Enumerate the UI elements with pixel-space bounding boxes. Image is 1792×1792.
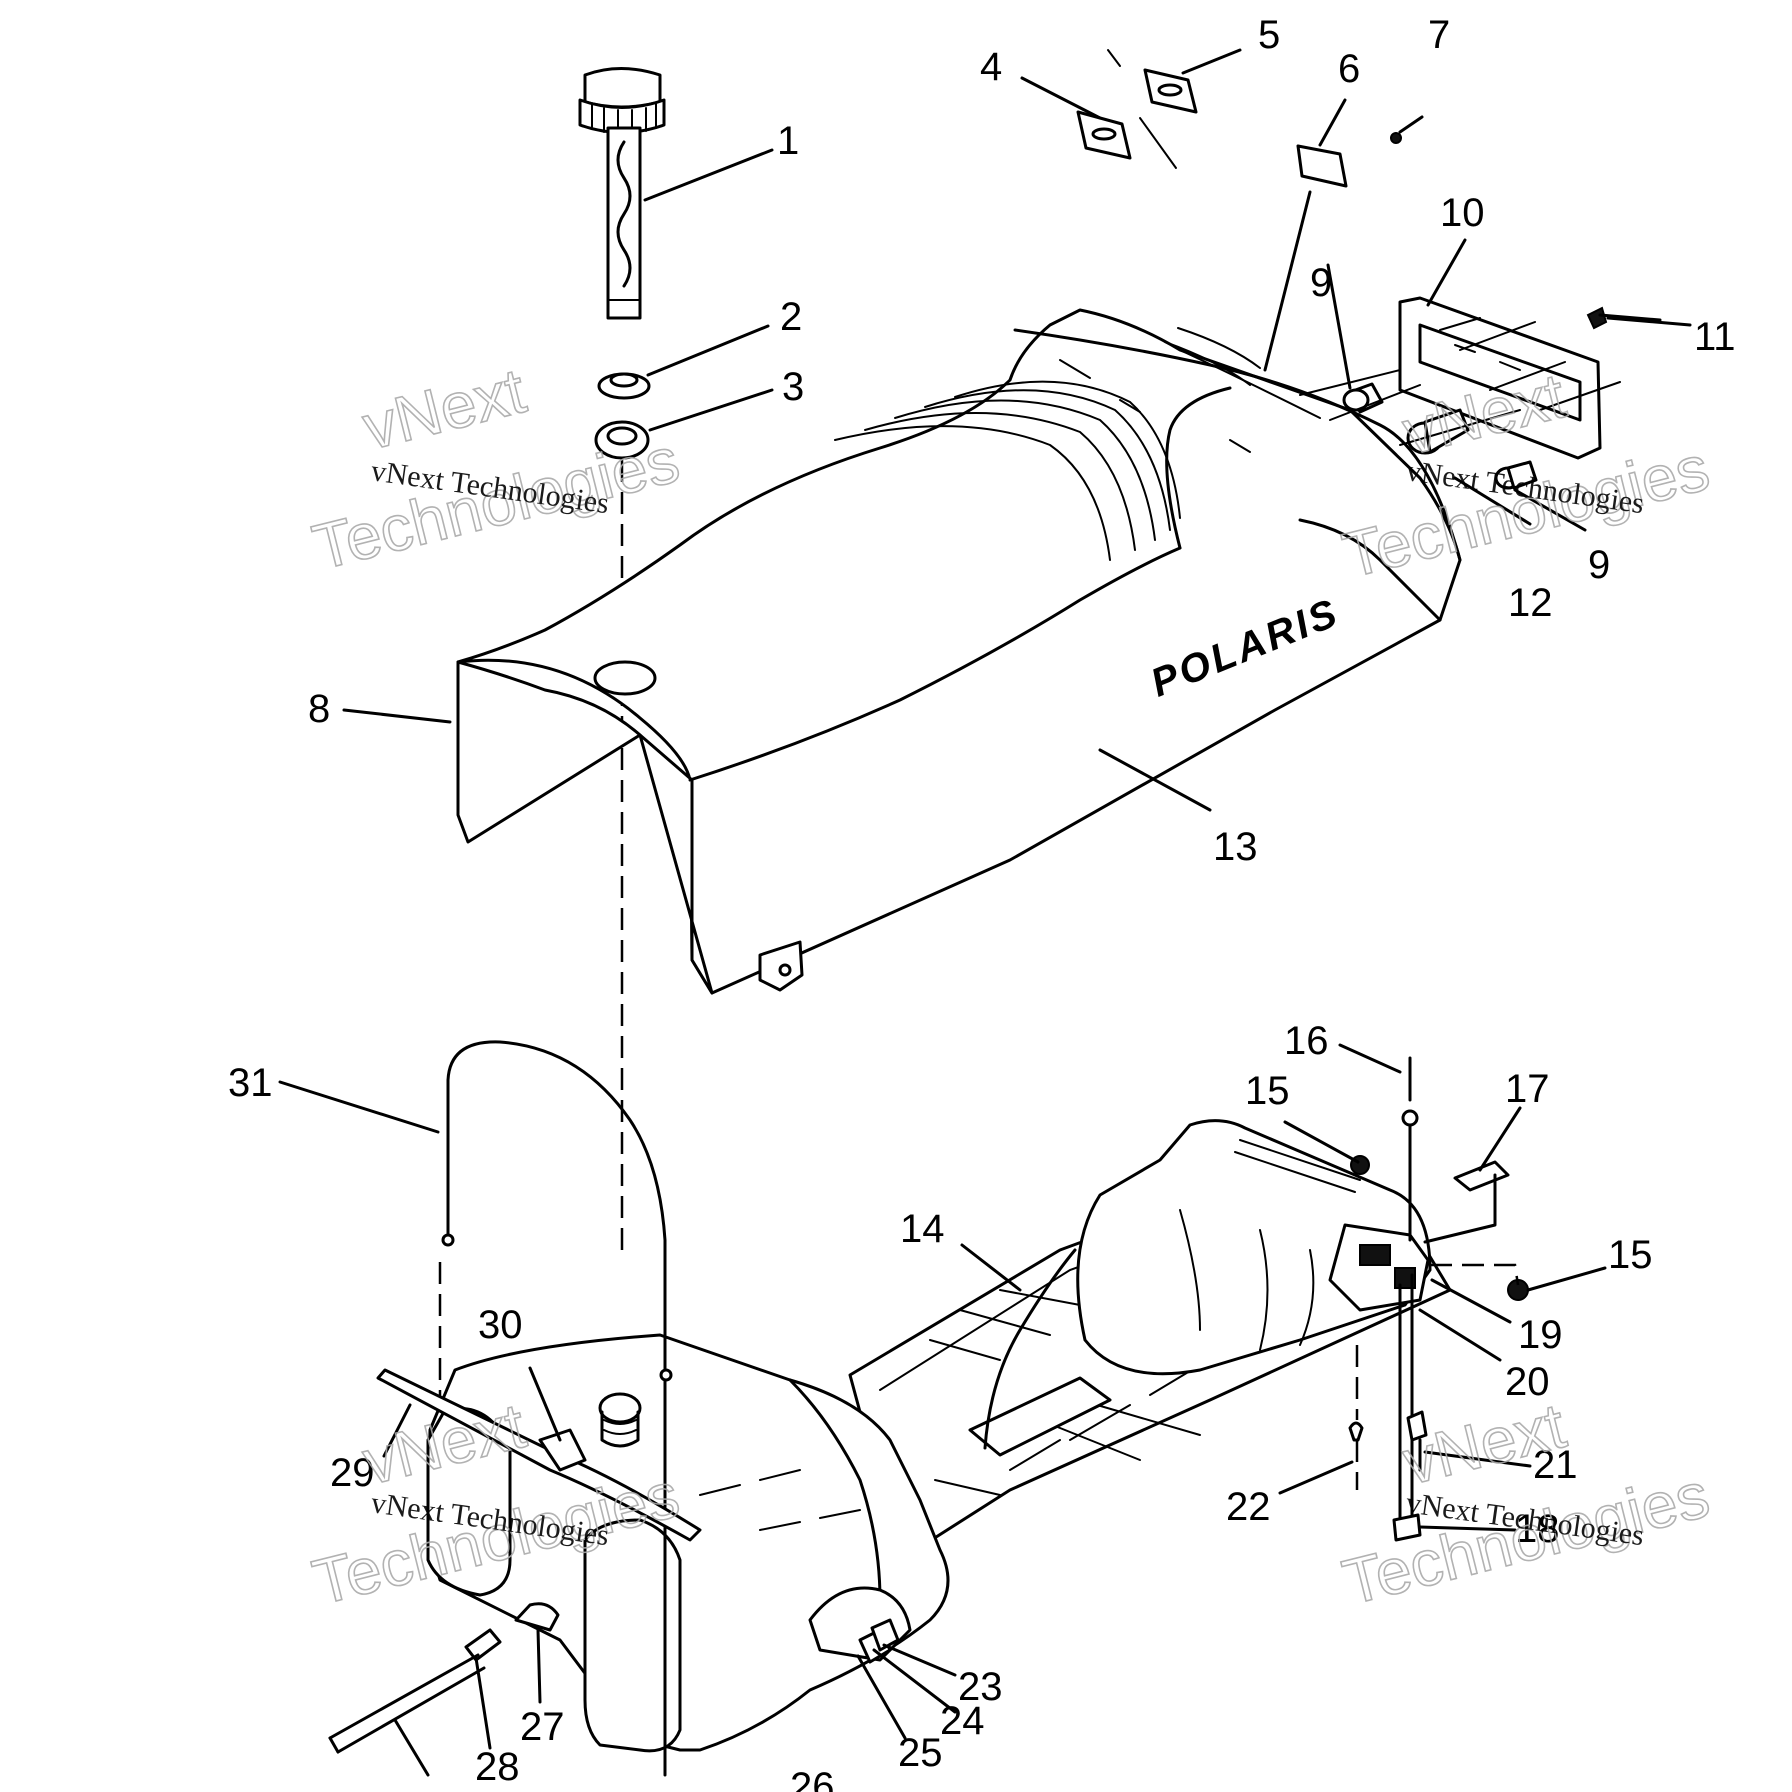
callout-21: 21 (1533, 1443, 1578, 1487)
callout-22: 22 (1226, 1485, 1271, 1529)
callout-19: 19 (1518, 1313, 1563, 1357)
callout-31: 31 (228, 1061, 273, 1105)
callout-24: 24 (940, 1699, 985, 1743)
callout-25: 25 (898, 1731, 943, 1775)
pin-guides (1107, 49, 1177, 169)
clip-30 (538, 1428, 587, 1472)
callout-7: 7 (1428, 13, 1450, 57)
callout-27: 27 (520, 1705, 565, 1749)
callout-14: 14 (900, 1207, 945, 1251)
vent-end-left (441, 1233, 455, 1247)
callout-29: 29 (330, 1451, 375, 1495)
callout-8: 8 (308, 687, 330, 731)
callout-18: 18 (1515, 1507, 1560, 1551)
watermark-technologies-bottom-right: Technologies (1336, 1458, 1716, 1618)
callout-30: 30 (478, 1303, 523, 1347)
callout-labels: 1 2 3 4 5 6 7 8 9 9 10 11 12 13 14 15 15… (228, 13, 1736, 1792)
callout-3: 3 (782, 365, 804, 409)
callout-20: 20 (1505, 1360, 1550, 1404)
callout-17: 17 (1505, 1067, 1550, 1111)
callout-10: 10 (1440, 191, 1485, 235)
watermark-vnext-top-left: vNext (356, 354, 532, 463)
callout-5: 5 (1258, 13, 1280, 57)
vent-tube-31 (446, 1040, 667, 1777)
taillight-bracket-10 (1398, 296, 1602, 460)
leader-lines (278, 48, 1692, 1777)
screw-11 (1586, 306, 1662, 330)
bulb-9b (1494, 460, 1538, 490)
callout-16: 16 (1284, 1019, 1329, 1063)
screw-7 (1390, 132, 1402, 144)
callout-9-right: 9 (1588, 543, 1610, 587)
bracket-guides (1439, 317, 1621, 411)
plate-6 (1296, 144, 1348, 188)
plate-4 (1076, 110, 1132, 160)
fuel-outlet-fittings (328, 1602, 900, 1754)
callout-11: 11 (1694, 315, 1736, 359)
callout-26: 26 (790, 1765, 835, 1792)
callout-15-top: 15 (1245, 1069, 1290, 1113)
plate-5 (1143, 68, 1198, 114)
strap-29 (376, 1368, 702, 1542)
fuel-cap-with-gauge (578, 67, 666, 320)
callout-12: 12 (1508, 581, 1553, 625)
callout-15-right: 15 (1608, 1233, 1653, 1277)
vent-end-right (659, 1368, 673, 1382)
fuel-line-14 (983, 1248, 1077, 1450)
callout-23: 23 (958, 1665, 1003, 1709)
seat-assembly (456, 308, 1462, 995)
callout-4: 4 (980, 45, 1002, 89)
callout-28: 28 (475, 1745, 520, 1789)
grommet-3 (594, 420, 650, 460)
callout-9-top: 9 (1310, 261, 1332, 305)
callout-2: 2 (780, 295, 802, 339)
callout-13: 13 (1213, 825, 1258, 869)
callout-6: 6 (1338, 47, 1360, 91)
right-hardware (1348, 1056, 1529, 1542)
grommet-2 (597, 372, 651, 400)
callout-1: 1 (777, 119, 799, 163)
oil-tank (1076, 1119, 1432, 1376)
